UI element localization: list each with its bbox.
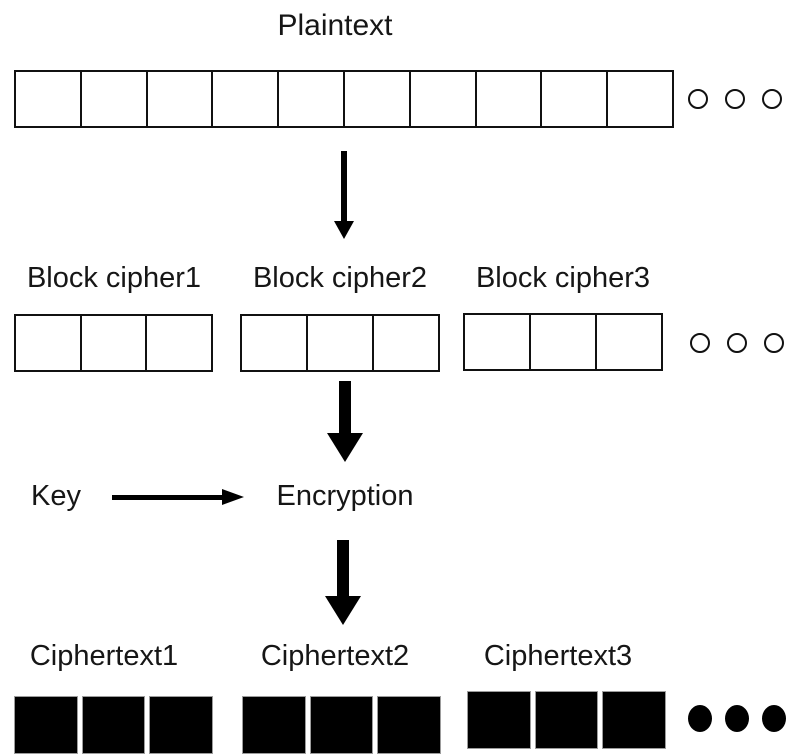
block-cell: [79, 316, 146, 370]
block-cell: [540, 72, 607, 126]
plaintext-title: Plaintext: [277, 9, 393, 42]
block-cell: [474, 72, 541, 126]
plaintext-ellipsis: [688, 89, 782, 109]
ellipsis-dot: [725, 705, 749, 732]
ciphertext-ellipsis: [688, 705, 786, 732]
thick-down-arrow-icon: [327, 381, 363, 462]
down-arrow-icon: [334, 151, 354, 239]
block-cell: [595, 315, 661, 369]
right-arrow-icon: [112, 489, 244, 505]
block-cipher3-row: [463, 313, 663, 371]
block-cipher1-label: Block cipher1: [26, 262, 202, 294]
ellipsis-dot: [688, 705, 712, 732]
block-cipher2-label: Block cipher2: [252, 262, 428, 294]
ellipsis-dot: [725, 89, 745, 109]
key-label: Key: [31, 480, 81, 512]
encryption-label: Encryption: [276, 480, 414, 512]
block-cell: [145, 72, 212, 126]
block-cell: [79, 72, 146, 126]
ciphertext3-label: Ciphertext3: [483, 640, 633, 672]
block-cell: [242, 316, 306, 370]
ciphertext3-row: [467, 691, 667, 749]
block-cell: [16, 72, 80, 126]
ciphertext1-row: [14, 696, 214, 754]
ellipsis-dot: [762, 89, 782, 109]
block-cell: [467, 691, 531, 749]
ellipsis-dot: [688, 89, 708, 109]
block-cell: [408, 72, 475, 126]
block-cell: [306, 316, 372, 370]
ciphertext2-label: Ciphertext2: [260, 640, 410, 672]
ellipsis-dot: [690, 333, 710, 353]
block-cell: [602, 691, 667, 749]
block-cell: [465, 315, 529, 369]
ciphertext2-row: [242, 696, 442, 754]
ellipsis-dot: [762, 705, 786, 732]
block-cell: [211, 72, 278, 126]
block-cell: [309, 696, 374, 754]
block-cipher-ellipsis: [690, 333, 784, 353]
block-cell: [14, 696, 78, 754]
block-cell: [377, 696, 442, 754]
block-cell: [534, 691, 599, 749]
block-cell: [342, 72, 409, 126]
block-cell: [277, 72, 343, 126]
block-cipher2-row: [240, 314, 440, 372]
ellipsis-dot: [764, 333, 784, 353]
block-cell: [606, 72, 672, 126]
block-cipher3-label: Block cipher3: [475, 262, 651, 294]
block-cipher1-row: [14, 314, 213, 372]
block-cell: [145, 316, 212, 370]
ellipsis-dot: [727, 333, 747, 353]
plaintext-block-row: [14, 70, 674, 128]
block-cell: [372, 316, 438, 370]
block-cell: [81, 696, 146, 754]
block-cell: [149, 696, 214, 754]
block-cell: [242, 696, 306, 754]
block-cell: [529, 315, 595, 369]
ciphertext1-label: Ciphertext1: [29, 640, 179, 672]
block-cell: [16, 316, 80, 370]
thick-down-arrow-icon: [325, 540, 361, 625]
